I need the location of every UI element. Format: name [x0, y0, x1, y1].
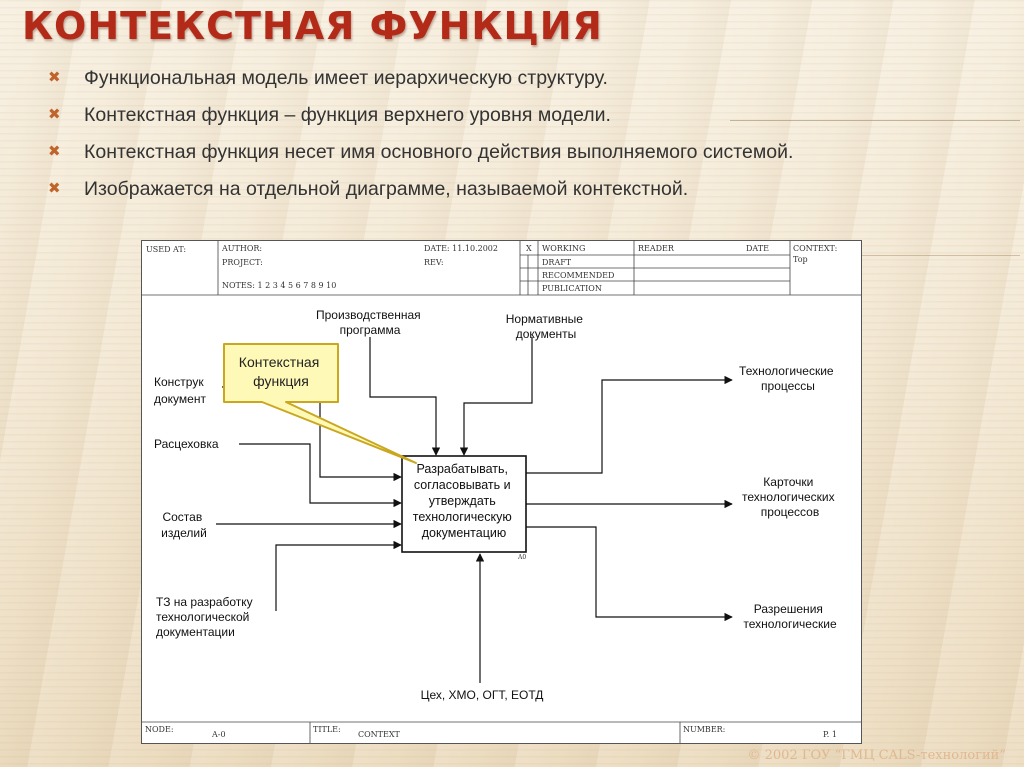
control-arrow-production-program: [369, 337, 441, 456]
output-label-tech-processes: Технологические процессы: [739, 364, 837, 393]
used-at-label: USED AT:: [146, 245, 186, 254]
footer-frame: [142, 721, 861, 743]
output-arrow-tech-permissions: [526, 526, 733, 622]
slide-title: КОНТЕКСТНАЯ ФУНКЦИЯ: [22, 4, 603, 48]
title-label: TITLE:: [313, 725, 341, 734]
date-label: DATE: 11.10.2002: [424, 244, 498, 253]
bullet-text: Изображается на отдельной диаграмме, наз…: [84, 178, 689, 200]
control-label-normative-docs: Нормативные документы: [506, 312, 587, 341]
bullet-item: ✖ Изображается на отдельной диаграмме, на…: [48, 177, 793, 214]
output-arrow-tech-processes: [526, 375, 733, 474]
notes-label: NOTES: 1 2 3 4 5 6 7 8 9 10: [222, 281, 336, 290]
date2-label: DATE: [746, 244, 769, 253]
context-value: Top: [793, 255, 808, 264]
header-frame: [142, 241, 861, 296]
node-value: A-0: [211, 730, 226, 739]
bullet-item: ✖ Контекстная функция – функция верхнего …: [48, 103, 793, 140]
bullet-list: ✖ Функциональная модель имеет иерархическ…: [48, 66, 793, 214]
diagram-canvas: USED AT: AUTHOR: PROJECT: NOTES: 1 2 3 4…: [142, 241, 861, 743]
node-label: NODE:: [145, 725, 174, 734]
box-id: A0: [517, 554, 526, 561]
arrows: [216, 337, 733, 683]
output-label-tech-permissions: Разрешения технологические: [743, 602, 837, 631]
mechanism-label: Цех, ХМО, ОГТ, ЕОТД: [421, 688, 544, 702]
output-label-process-cards: Карточки технологических процессов: [742, 475, 838, 519]
working-label: WORKING: [542, 244, 585, 253]
bullet-marker-icon: ✖: [48, 180, 61, 197]
title-value: CONTEXT: [358, 730, 401, 739]
publication-label: PUBLICATION: [542, 284, 602, 293]
idef0-diagram: USED AT: AUTHOR: PROJECT: NOTES: 1 2 3 4…: [141, 240, 862, 744]
function-box: [401, 455, 527, 553]
draft-label: DRAFT: [542, 258, 572, 267]
bullet-item: ✖ Контекстная функция несет имя основного…: [48, 140, 793, 177]
callout-bubble: [223, 343, 417, 464]
bullet-marker-icon: ✖: [48, 143, 61, 160]
reader-label: READER: [638, 244, 675, 253]
rev-label: REV:: [424, 258, 444, 267]
input-label-tech-spec: ТЗ на разработку технологической докумен…: [156, 595, 256, 639]
project-label: PROJECT:: [222, 258, 263, 267]
input-label-shop-allocation: Расцеховка: [154, 437, 219, 451]
input-arrow-tech-spec: [275, 540, 402, 611]
input-label-product-composition: Состав изделий: [161, 510, 207, 540]
bullet-text: Контекстная функция несет имя основного …: [84, 141, 794, 163]
bullet-marker-icon: ✖: [48, 106, 61, 123]
author-label: AUTHOR:: [221, 244, 262, 253]
input-arrow-shop-allocation: [239, 443, 402, 508]
bullet-item: ✖ Функциональная модель имеет иерархическ…: [48, 66, 793, 103]
function-box-text: Разрабатывать, согласовывать и утверждат…: [413, 462, 515, 540]
number-label: NUMBER:: [683, 725, 725, 734]
bullet-text: Функциональная модель имеет иерархическу…: [84, 67, 608, 89]
input-label-design-docs: Конструк документ: [154, 375, 207, 406]
bullet-marker-icon: ✖: [48, 69, 61, 86]
callout-text: Контекстная функция: [239, 354, 323, 389]
number-value: P. 1: [823, 730, 837, 739]
control-label-production-program: Производственная программа: [316, 308, 424, 337]
decorative-rule: [730, 120, 1020, 121]
context-label: CONTEXT:: [793, 244, 837, 253]
x-mark: X: [526, 244, 532, 253]
recommended-label: RECOMMENDED: [542, 271, 614, 280]
control-arrow-normative-docs: [459, 337, 533, 456]
callout: Контекстная функция: [223, 343, 417, 464]
bullet-text: Контекстная функция – функция верхнего у…: [84, 104, 611, 126]
copyright-text: © 2002 ГОУ “ГМЦ CALS-технологий”: [747, 748, 1007, 763]
